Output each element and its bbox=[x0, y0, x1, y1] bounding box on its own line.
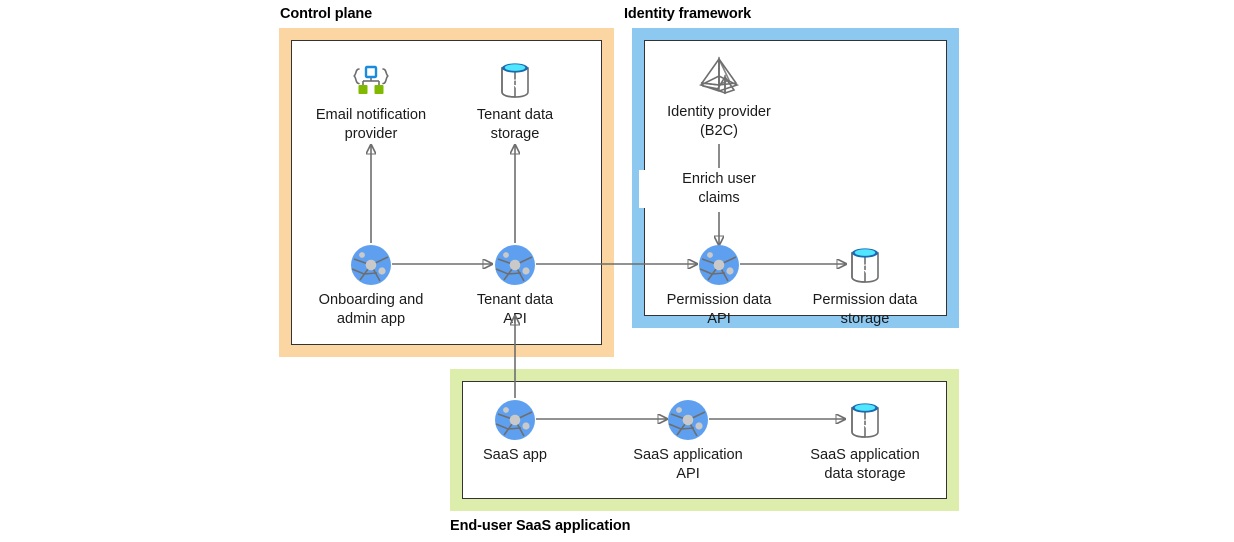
group-control-plane-inner bbox=[291, 40, 602, 345]
node-onboarding-and-admin-app[interactable]: Onboarding and admin app bbox=[291, 243, 451, 329]
group-title-end-user-saas: End-user SaaS application bbox=[450, 518, 631, 534]
node-saas-application-data-storage[interactable]: SQL SaaS application data storage bbox=[785, 398, 945, 484]
azure-ad-b2c-icon bbox=[639, 55, 799, 99]
node-label: Tenant data API bbox=[476, 292, 554, 327]
group-title-control-plane: Control plane bbox=[280, 6, 373, 22]
node-label: SaaS application data storage bbox=[810, 447, 920, 482]
node-label: Email notification provider bbox=[315, 107, 427, 142]
app-service-icon bbox=[435, 398, 595, 442]
group-end-user-saas bbox=[450, 369, 959, 511]
svg-text:SQL: SQL bbox=[855, 263, 875, 274]
svg-text:SQL: SQL bbox=[855, 418, 875, 429]
sql-database-icon: SQL bbox=[785, 243, 945, 287]
node-label: Permission data storage bbox=[812, 292, 918, 327]
node-permission-data-storage[interactable]: SQL Permission data storage bbox=[785, 243, 945, 329]
node-saas-application-api[interactable]: SaaS application API bbox=[608, 398, 768, 484]
app-service-icon bbox=[435, 243, 595, 287]
group-end-user-saas-inner bbox=[462, 381, 947, 499]
group-control-plane bbox=[279, 28, 614, 357]
logic-app-icon bbox=[291, 58, 451, 102]
node-label: SaaS application API bbox=[633, 447, 743, 482]
node-email-notification-provider[interactable]: Email notification provider bbox=[291, 58, 451, 144]
app-service-icon bbox=[639, 243, 799, 287]
node-identity-provider-b2c[interactable]: Identity provider (B2C) bbox=[639, 55, 799, 141]
annotation-enrich-user-claims: Enrich user claims bbox=[639, 170, 799, 208]
node-tenant-data-api[interactable]: Tenant data API bbox=[435, 243, 595, 329]
node-label: Identity provider (B2C) bbox=[667, 104, 771, 139]
node-label: Permission data API bbox=[666, 292, 772, 327]
app-service-icon bbox=[291, 243, 451, 287]
svg-text:SQL: SQL bbox=[505, 78, 525, 89]
node-permission-data-api[interactable]: Permission data API bbox=[639, 243, 799, 329]
node-label: Onboarding and admin app bbox=[318, 292, 424, 327]
node-label: SaaS app bbox=[482, 447, 548, 463]
node-label: Tenant data storage bbox=[476, 107, 554, 142]
app-service-icon bbox=[608, 398, 768, 442]
sql-database-icon: SQL bbox=[785, 398, 945, 442]
sql-database-icon: SQL bbox=[435, 58, 595, 102]
node-tenant-data-storage[interactable]: SQL Tenant data storage bbox=[435, 58, 595, 144]
group-title-identity-framework: Identity framework bbox=[624, 6, 752, 22]
node-saas-app[interactable]: SaaS app bbox=[435, 398, 595, 465]
